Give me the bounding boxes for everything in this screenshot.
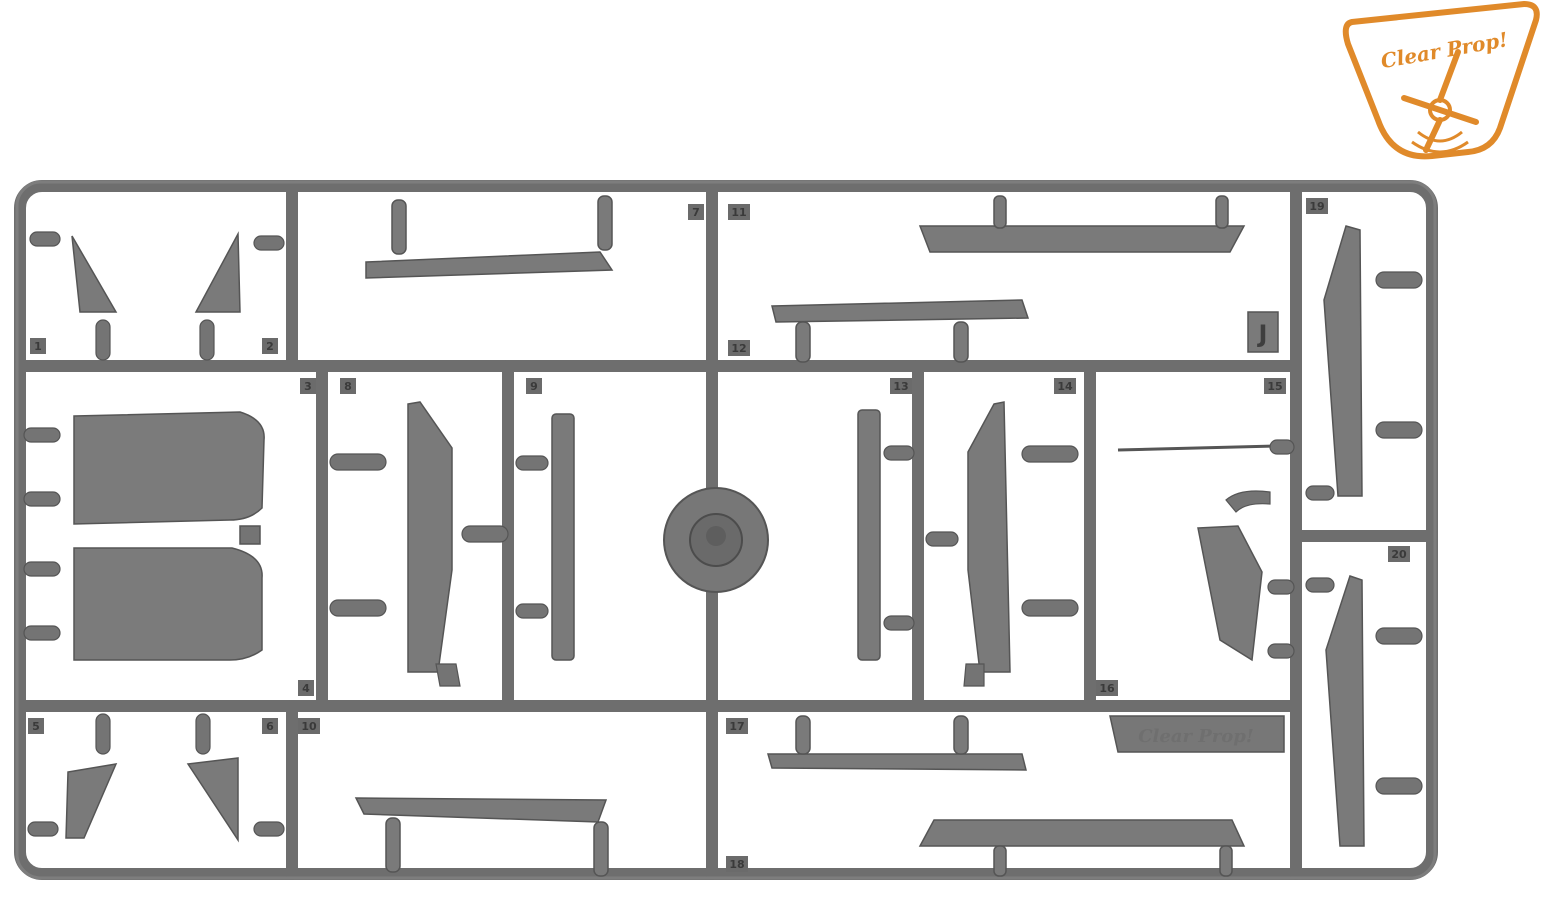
part-5-triangle — [65, 763, 118, 839]
part-number-20: 20 — [1391, 548, 1407, 561]
part-number-19: 19 — [1309, 200, 1324, 213]
sprue-letter-tag: J — [1247, 311, 1279, 353]
part-13-rail — [857, 409, 881, 661]
part-number-18: 18 — [729, 858, 744, 871]
part-number-8: 8 — [344, 380, 352, 393]
logo-text: Clear Prop! — [1379, 27, 1510, 73]
part-20-vertical — [1325, 575, 1365, 847]
part-15-rod — [1117, 444, 1277, 452]
part-1-triangle — [71, 235, 118, 313]
sprue-hub — [663, 487, 769, 593]
part-19-vertical — [1323, 225, 1363, 497]
propeller-icon — [1401, 49, 1479, 154]
clear-prop-logo: Clear Prop! — [1342, 0, 1540, 160]
part-16-cluster — [1197, 525, 1263, 662]
part-3-panel — [73, 411, 265, 661]
part-number-6: 6 — [266, 720, 274, 733]
part-10-strip — [354, 797, 609, 877]
part-9-rail — [551, 413, 575, 661]
sprue-brand-tab: Clear Prop! — [1109, 715, 1285, 753]
part-7-strip — [365, 195, 614, 279]
part-number-11: 11 — [731, 206, 746, 219]
part-11-bar — [918, 195, 1246, 253]
part-number-13: 13 — [893, 380, 908, 393]
part-6-triangle — [186, 757, 239, 843]
part-number-12: 12 — [731, 342, 746, 355]
sprue-frame — [14, 180, 1438, 880]
part-number-15: 15 — [1267, 380, 1282, 393]
part-number-7: 7 — [692, 206, 700, 219]
sprue-frame-highlight — [15, 180, 1437, 880]
part-number-2: 2 — [266, 340, 274, 353]
part-number-4: 4 — [302, 682, 310, 695]
part-number-9: 9 — [530, 380, 538, 393]
gate-stubs — [23, 231, 1423, 837]
sprue-brand-text: Clear Prop! — [1138, 726, 1254, 747]
part-14-rail — [967, 401, 1011, 673]
part-number-5: 5 — [32, 720, 40, 733]
part-number-10: 10 — [301, 720, 317, 733]
part-number-17: 17 — [729, 720, 744, 733]
part-number-14: 14 — [1057, 380, 1073, 393]
part-number-16: 16 — [1099, 682, 1115, 695]
part-12-bar — [771, 299, 1030, 363]
part-numbers: 1 2 3 4 5 6 7 8 9 10 11 12 13 14 15 16 1… — [28, 198, 1410, 872]
part-number-1: 1 — [34, 340, 42, 353]
part-2-triangle — [194, 231, 241, 313]
sprue-letter: J — [1257, 320, 1268, 348]
part-number-3: 3 — [304, 380, 312, 393]
part-17-bar — [767, 715, 1027, 771]
part-18-bar — [918, 819, 1246, 877]
part-8-rail — [407, 401, 453, 673]
